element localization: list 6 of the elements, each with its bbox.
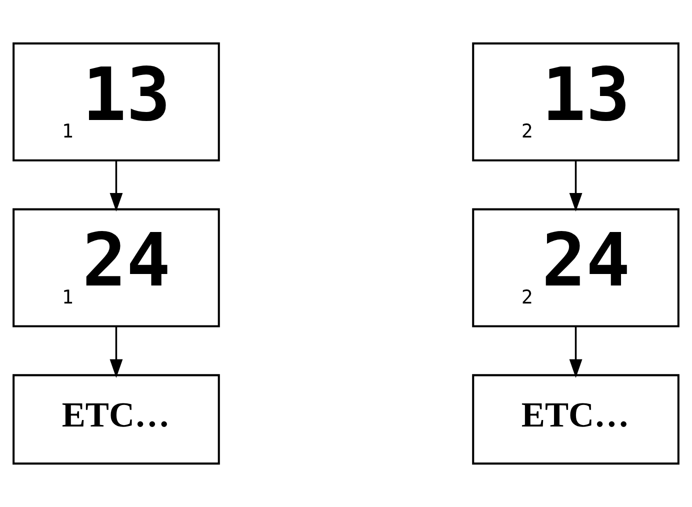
arrow [110, 160, 123, 212]
arrow [569, 160, 582, 212]
node-box: ETC… [472, 374, 680, 465]
arrow [569, 326, 582, 378]
arrow [110, 326, 123, 378]
node-box: ETC… [12, 374, 220, 465]
